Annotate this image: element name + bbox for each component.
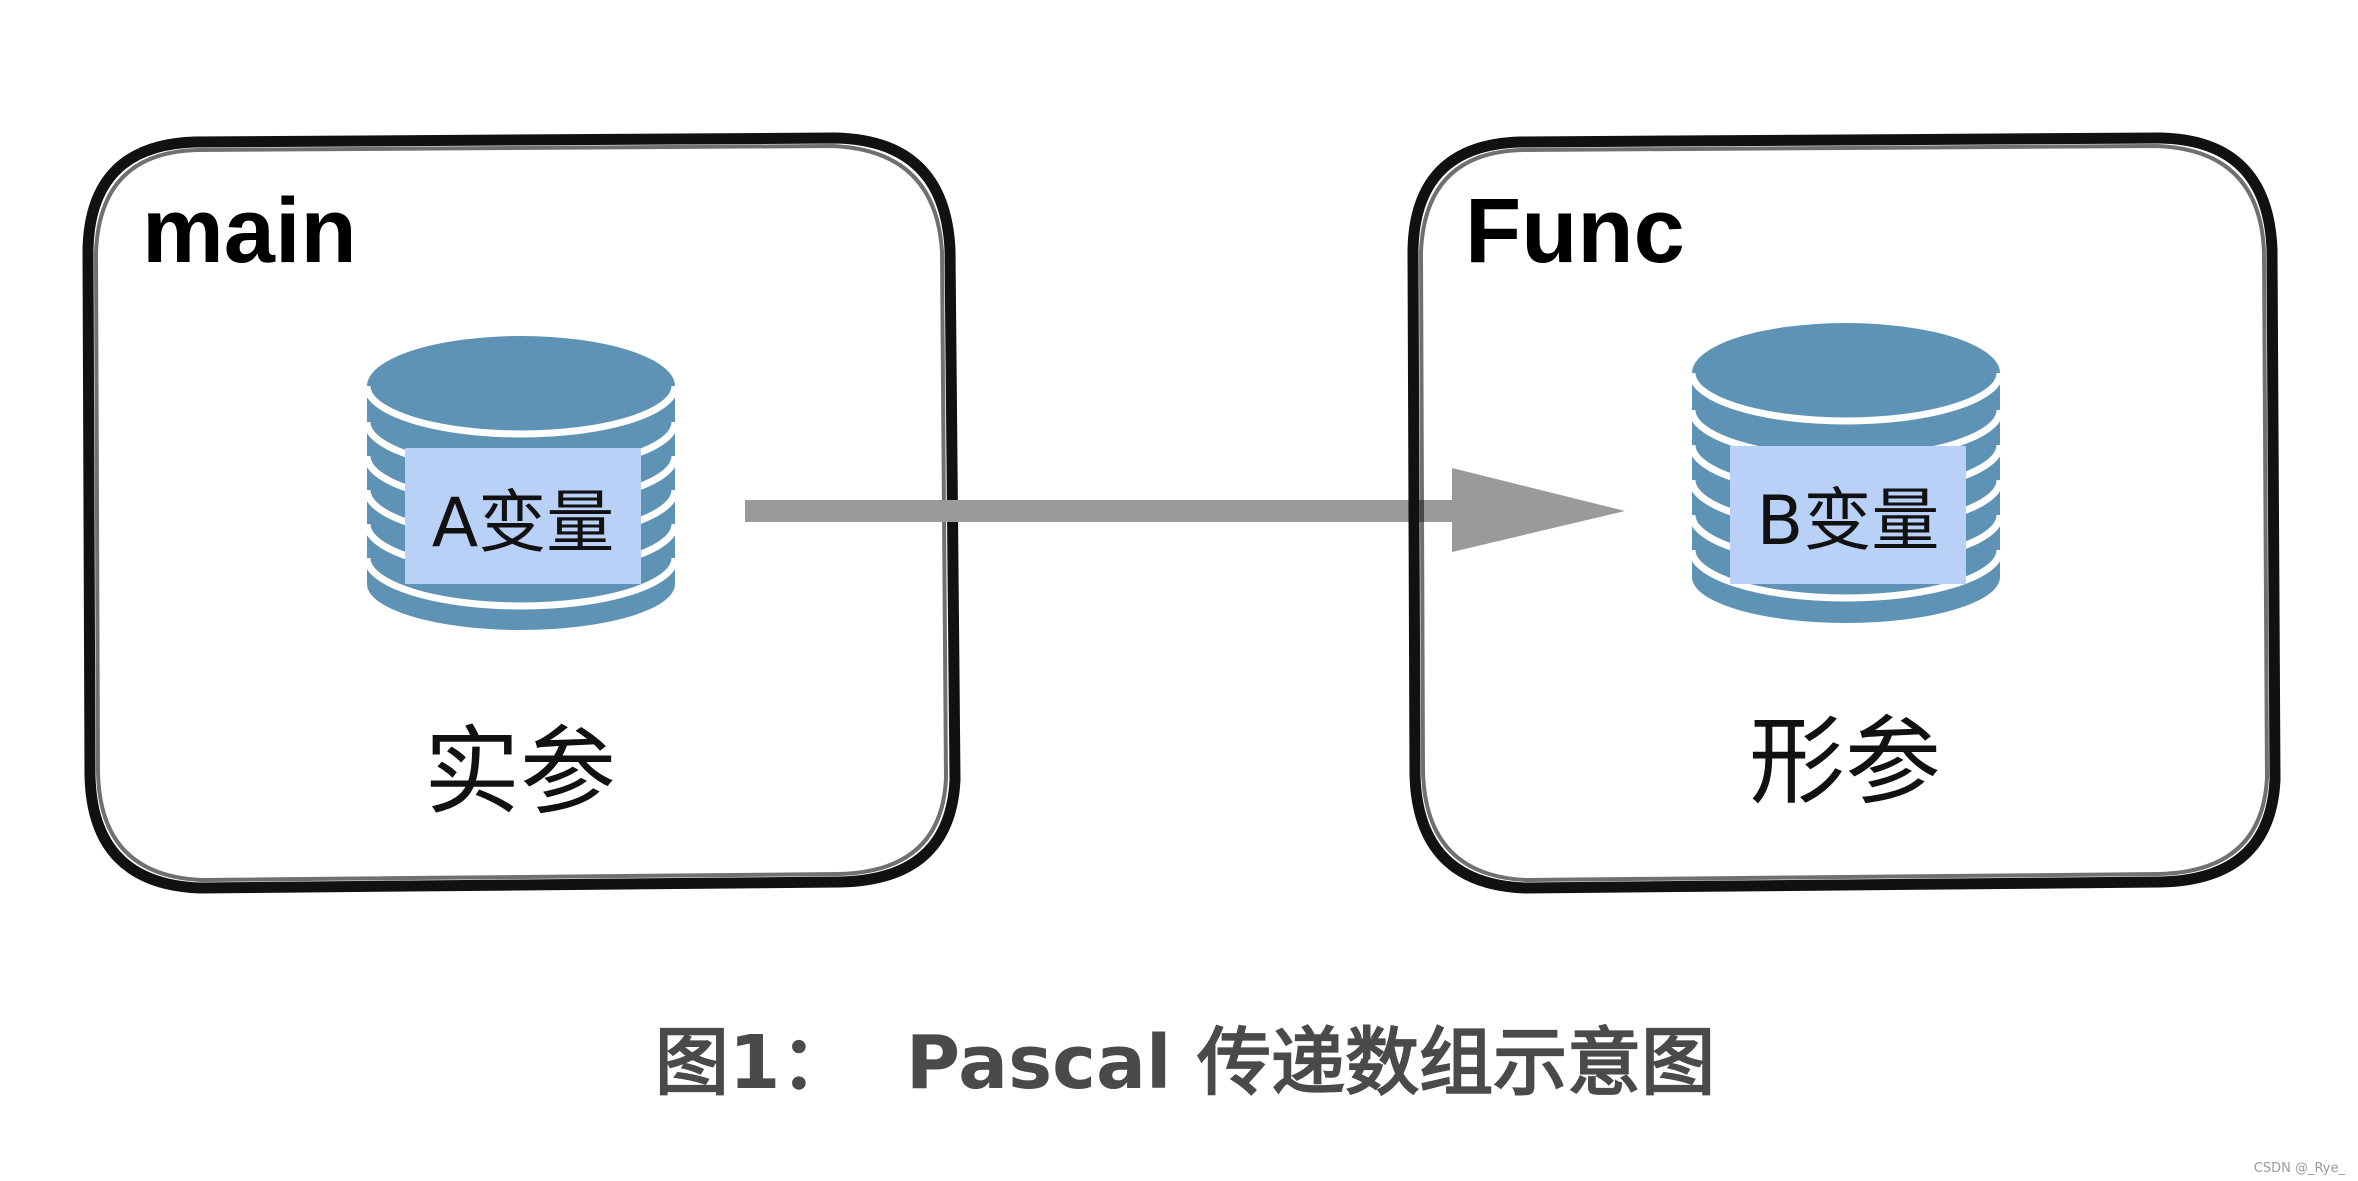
figure-caption: 图1： Pascal 传递数组示意图 xyxy=(655,1020,1715,1106)
main-box: main A变量 实参 xyxy=(82,132,961,894)
main-variable-label: A变量 xyxy=(432,484,615,563)
arrow-right-icon xyxy=(745,468,1625,552)
watermark: CSDN @_Rye_ xyxy=(2254,1161,2346,1176)
func-variable-label: B变量 xyxy=(1757,482,1940,561)
func-role-label: 形参 xyxy=(1749,706,1941,818)
main-box-title: main xyxy=(142,180,357,282)
func-box: Func B变量 形参 xyxy=(1407,132,2281,894)
func-box-border xyxy=(1407,132,2281,894)
func-variable-label-bg xyxy=(1730,446,1966,584)
main-box-border-sketch xyxy=(93,143,949,883)
func-box-border-sketch xyxy=(1418,143,2270,883)
main-variable-label-bg xyxy=(405,448,641,584)
main-role-label: 实参 xyxy=(424,716,616,828)
func-box-title: Func xyxy=(1465,180,1685,282)
main-box-border xyxy=(82,132,961,894)
